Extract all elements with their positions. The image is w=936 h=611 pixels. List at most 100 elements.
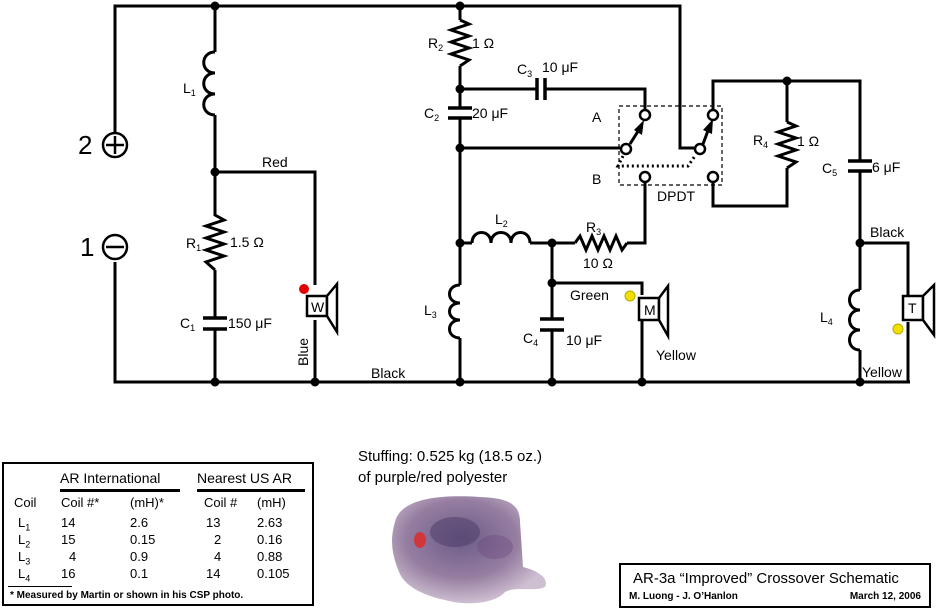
coil-cell: L2: [18, 532, 31, 550]
junction-dot: [210, 1, 220, 11]
resistor-zigzag-icon: [773, 120, 801, 170]
switch-contact-b-right: [706, 170, 720, 184]
label-letter: C: [424, 105, 434, 121]
resistor-R4: R4 1 Ω: [753, 120, 819, 170]
capacitor-C5: C5 6 μF: [822, 159, 900, 178]
us-num-cell: 2: [214, 532, 222, 547]
negative-terminal-number: 1: [80, 232, 94, 262]
switch-contact-a-right: [706, 108, 720, 122]
label-subscript: 2: [503, 219, 508, 229]
ar-int-num-cell: 14: [61, 515, 76, 530]
label-subscript: 2: [434, 113, 439, 123]
column-header-ar-int-coil-num: Coil #*: [61, 495, 100, 510]
svg-text:R1: R1: [186, 235, 201, 253]
label-subscript: 1: [191, 88, 196, 98]
positive-terminal-number: 2: [78, 130, 92, 160]
us-mh-cell: 2.63: [257, 515, 283, 530]
top-rail-wire: [113, 4, 700, 150]
label-letter: C: [180, 315, 190, 331]
capacitor-C1: C1 150 μF: [180, 315, 272, 333]
ar-int-mh-cell: 0.1: [130, 566, 149, 581]
switch-position-a: A: [592, 109, 602, 125]
junction-dot: [547, 238, 557, 248]
polarity-dot-yellow: [624, 290, 636, 302]
junction-dot: [210, 167, 220, 177]
capacitor-C4: C4 10 μF: [523, 317, 602, 348]
svg-text:C2: C2: [424, 105, 439, 123]
label-subscript: 1: [190, 323, 195, 333]
label-letter: L: [820, 309, 828, 325]
crossover-schematic: 2 1 L1 R1 1.5 Ω C1 150 μF W Red Blue Bla…: [78, 1, 936, 387]
stuffing-line-1: Stuffing: 0.525 kg (18.5 oz.): [358, 448, 543, 465]
capacitor-C3: C3 10 μF: [517, 59, 578, 100]
midrange-speaker: M: [624, 282, 670, 341]
junction-dot: [637, 377, 647, 387]
R2-value: 1 Ω: [472, 35, 494, 51]
stuffing-photo: [392, 496, 546, 604]
footnote-divider: [8, 586, 72, 587]
capacitor-C2: C2 20 μF: [424, 105, 508, 123]
label-letter: L: [183, 80, 191, 96]
woofer-speaker: W: [299, 280, 339, 337]
junction-dots: [210, 1, 865, 387]
label-letter: L: [495, 211, 503, 227]
svg-text:C3: C3: [517, 61, 532, 79]
svg-text:C4: C4: [523, 330, 538, 348]
junction-dot: [782, 76, 792, 86]
group-header-underline: [197, 489, 305, 492]
positive-terminal: 2: [78, 130, 129, 160]
ar-int-num-cell: 16: [61, 566, 76, 581]
column-header-ar-int-mh: (mH)*: [130, 495, 164, 510]
switch-contact-a-left: [638, 108, 652, 122]
wire-label-yellow-tweeter: Yellow: [862, 364, 903, 380]
negative-terminal: 1: [80, 232, 129, 262]
C5-value: 6 μF: [872, 159, 900, 175]
svg-text:C5: C5: [822, 160, 837, 178]
label-letter: L: [424, 302, 432, 318]
R3-value: 10 Ω: [583, 255, 613, 271]
schematic-title: AR-3a “Improved” Crossover Schematic: [633, 570, 899, 587]
us-mh-cell: 0.105: [257, 566, 290, 581]
wire-label-black: Black: [371, 365, 406, 381]
polarity-dot-yellow: [892, 323, 904, 335]
ar-int-mh-cell: 0.15: [130, 532, 156, 547]
resistor-zigzag-icon: [573, 232, 629, 254]
red-wire: [215, 170, 317, 285]
label-letter: R: [586, 219, 596, 235]
svg-text:R3: R3: [586, 219, 601, 237]
wire-label-green: Green: [570, 287, 609, 303]
ar-int-num-cell: 15: [61, 532, 76, 547]
switch-label: DPDT: [657, 188, 696, 204]
svg-text:L1: L1: [183, 80, 196, 98]
resistor-R1: R1 1.5 Ω: [186, 200, 264, 272]
wire-label-black-tweeter: Black: [870, 224, 905, 240]
us-num-cell: 14: [206, 566, 221, 581]
ar-int-mh-cell: 0.9: [130, 549, 149, 564]
us-mh-cell: 0.16: [257, 532, 283, 547]
switch-arrow-icon: [634, 120, 644, 135]
label-subscript: 3: [432, 310, 437, 320]
label-letter: R: [186, 235, 196, 251]
svg-text:L4: L4: [820, 309, 833, 327]
stuffing-line-2: of purple/red polyester: [358, 469, 508, 486]
switch-link: [615, 155, 697, 168]
inductor-coil-icon: [470, 231, 532, 244]
black-tweeter-wire: [860, 241, 910, 295]
red-fiber-spot: [414, 532, 426, 548]
junction-dot: [547, 278, 557, 288]
label-subscript: 3: [527, 69, 532, 79]
C2-value: 20 μF: [472, 105, 508, 121]
stuffing-note: Stuffing: 0.525 kg (18.5 oz.) of purple/…: [358, 446, 542, 488]
resistor-zigzag-icon: [446, 18, 474, 68]
us-num-cell: 13: [206, 515, 221, 530]
title-block: AR-3a “Improved” Crossover Schematic M. …: [619, 563, 931, 608]
coil-table: AR International Nearest US AR Coil Coil…: [2, 462, 314, 606]
switch-common-left: [619, 142, 633, 156]
switch-arrow-icon: [703, 119, 713, 134]
column-header-us-mh: (mH): [257, 495, 286, 510]
switch-contact-b-left: [638, 170, 652, 184]
junction-dot: [547, 377, 557, 387]
column-header-coil: Coil: [14, 495, 37, 510]
ar-int-num-cell: 4: [69, 549, 77, 564]
coil-cell: L4: [18, 566, 31, 584]
